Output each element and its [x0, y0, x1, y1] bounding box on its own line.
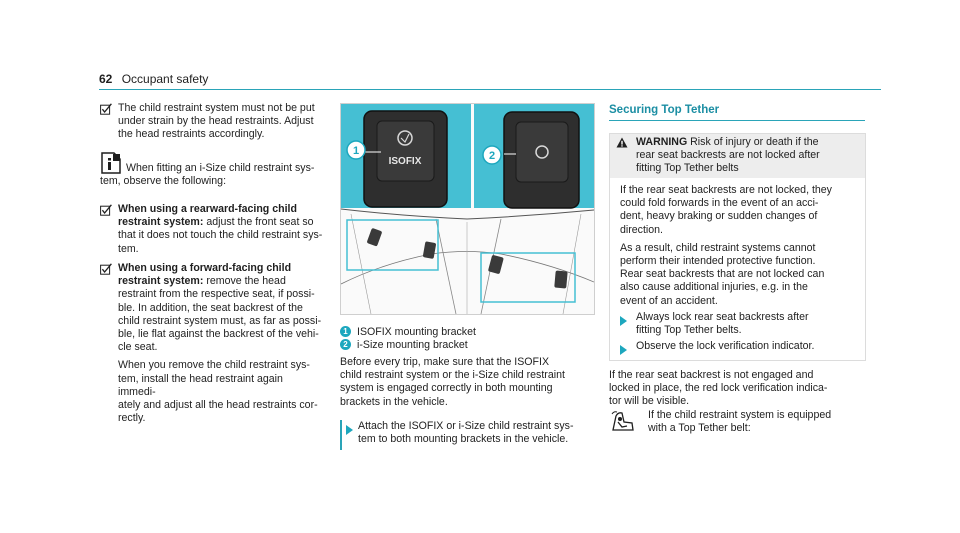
header-rule [99, 89, 881, 90]
warning-label: WARNING [636, 136, 688, 148]
text-line: that it does not touch the child restrai… [118, 229, 323, 242]
text-line: locked in place, the red lock verificati… [609, 382, 828, 395]
text-line: restraint system: [118, 275, 204, 288]
text-line: tor will be visible. [609, 395, 690, 408]
warning-header-bg [609, 133, 865, 178]
text-line: tem, install the head restraint again im… [118, 372, 283, 398]
checkmark-icon [100, 103, 112, 115]
text-line: If the child restraint system is equippe… [648, 409, 832, 421]
page-header: 62 Occupant safety [99, 72, 208, 86]
info-note: When fitting an i-Size child restraint s… [100, 162, 322, 188]
text-line: child restraint system or the i-Size chi… [340, 369, 565, 382]
legend-text: ISOFIX mounting bracket [357, 326, 476, 338]
section-name: Occupant safety [121, 72, 209, 86]
text-line: restraint system: [118, 216, 204, 229]
text-line: the head restraints accordingly. [118, 128, 265, 141]
text-line: Always lock rear seat backrests after [636, 311, 809, 323]
legend-item: 2 i-Size mounting bracket [340, 339, 600, 352]
step-bar [340, 420, 342, 450]
text-line: When fitting an i-Size child restraint s… [126, 162, 315, 174]
text-line: remove the head [203, 275, 286, 288]
text-line: under strain by the head restraints. Adj… [118, 115, 314, 128]
step-arrow-icon [620, 316, 627, 326]
section-rule [609, 120, 865, 121]
text-line: restraint from the respective seat, if p… [118, 288, 315, 301]
info-icon [101, 152, 121, 174]
text-line: child restraint system must, as far as p… [118, 314, 322, 327]
legend-number: 2 [340, 339, 351, 351]
lock-indicator-paragraph: If the rear seat backrest is not engaged… [609, 369, 865, 409]
callout-marker-2: 2 [489, 150, 495, 162]
text-line: tem. [118, 242, 139, 255]
text-line: event of an accident. [620, 294, 718, 307]
warning-box [609, 133, 866, 361]
text-line: fitting Top Tether belts [636, 162, 739, 175]
legend-number: 1 [340, 326, 351, 337]
section-title: Securing Top Tether [609, 104, 720, 116]
warning-icon [616, 137, 628, 148]
child-seat-tether-icon [611, 411, 634, 431]
warning-step-1: Always lock rear seat backrests after fi… [636, 311, 858, 337]
warning-heading: WARNING Risk of injury or death if the r… [636, 136, 861, 176]
legend-text: i-Size mounting bracket [357, 339, 468, 352]
text-line: If the rear seat backrests are not locke… [620, 184, 832, 196]
text-line: Risk of injury or death if the [687, 136, 819, 148]
seat-drawing: ISOFIX 1 2 [341, 104, 594, 314]
text-line: ble. In addition, the seat backrest of t… [118, 301, 303, 314]
text-line: with a Top Tether belt: [648, 422, 751, 435]
text-line: As a result, child restraint systems can… [620, 241, 816, 254]
text-line: rear seat backrests are not locked after [636, 149, 820, 162]
text-line: tem to both mounting brackets in the veh… [358, 433, 569, 446]
attach-step: Attach the ISOFIX or i-Size child restra… [358, 420, 603, 446]
text-line: If the rear seat backrest is not engaged… [609, 369, 814, 381]
text-line: system is engaged correctly in both moun… [340, 382, 553, 395]
text-line: When using a rearward-facing child [118, 203, 297, 215]
warning-step-2: Observe the lock verification indicator. [636, 340, 815, 352]
instruction-paragraph: Before every trip, make sure that the IS… [340, 356, 602, 409]
text-line: rectly. [118, 412, 146, 425]
page-number: 62 [99, 72, 113, 86]
text-line: Attach the ISOFIX or i-Size child restra… [358, 420, 574, 432]
text-line: When using a forward-facing child [118, 262, 292, 274]
text-line: also cause additional injuries, e.g. in … [620, 281, 808, 294]
text-line: ately and adjust all the head restraints… [118, 399, 318, 412]
callout-marker-1: 1 [353, 145, 359, 157]
text-line: Before every trip, make sure that the IS… [340, 356, 550, 368]
text-line: ble, lie flat against the backrest of th… [118, 328, 319, 341]
text-line: When you remove the child restraint sys- [118, 359, 310, 372]
text-line: brackets in the vehicle. [340, 395, 448, 408]
text-line: could fold forwards in the event of an a… [620, 197, 819, 210]
text-line: tem, observe the following: [100, 175, 227, 188]
text-line: direction. [620, 223, 663, 236]
isofix-label: ISOFIX [389, 156, 422, 167]
text-line: Rear seat backrests that are not locked … [620, 268, 825, 281]
figure-legend: 1 ISOFIX mounting bracket 2 i-Size mountin… [340, 326, 600, 353]
text-line: The child restraint system must not be p… [118, 102, 315, 114]
text-line: perform their intended protective functi… [620, 255, 816, 268]
legend-item: 1 ISOFIX mounting bracket [340, 326, 600, 339]
text-line: dent, heavy braking or sudden changes of [620, 210, 818, 223]
rearward-facing-instruction: When using a rearward-facing child restr… [118, 203, 323, 256]
step-arrow-icon [620, 345, 627, 355]
step-arrow-icon [346, 425, 353, 435]
checkmark-icon [100, 204, 112, 216]
note-head-restraint: The child restraint system must not be p… [118, 102, 323, 142]
text-line: adjust the front seat so [203, 216, 314, 229]
checkmark-icon [100, 263, 112, 275]
warning-body: If the rear seat backrests are not locke… [620, 184, 862, 308]
text-line: fitting Top Tether belts. [636, 324, 742, 337]
forward-facing-instruction: When using a forward-facing child restra… [118, 262, 323, 425]
isofix-illustration: ISOFIX 1 2 [340, 103, 595, 315]
text-line: cle seat. [118, 341, 158, 354]
top-tether-note: If the child restraint system is equippe… [648, 409, 863, 435]
